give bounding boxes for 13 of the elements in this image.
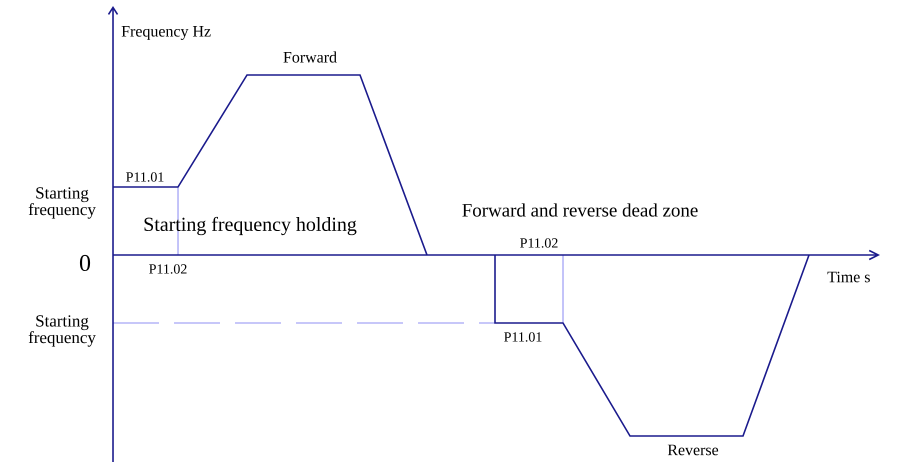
axis-label: Time s <box>827 272 870 282</box>
parameter-label: P11.02 <box>520 238 558 248</box>
tick-label: Starting frequency <box>28 315 96 347</box>
tick-label: Starting frequency <box>28 187 96 219</box>
curve-label: Forward <box>283 51 337 63</box>
tick-label: 0 <box>80 254 90 272</box>
annotation: Forward and reverse dead zone <box>462 203 698 217</box>
parameter-label: P11.02 <box>149 264 187 274</box>
parameter-label: P11.01 <box>126 172 164 182</box>
axis-label: Frequency Hz <box>122 26 211 40</box>
curve-label: Reverse <box>668 444 718 456</box>
annotation: Starting frequency holding <box>144 216 356 236</box>
parameter-label: P11.01 <box>504 332 542 342</box>
